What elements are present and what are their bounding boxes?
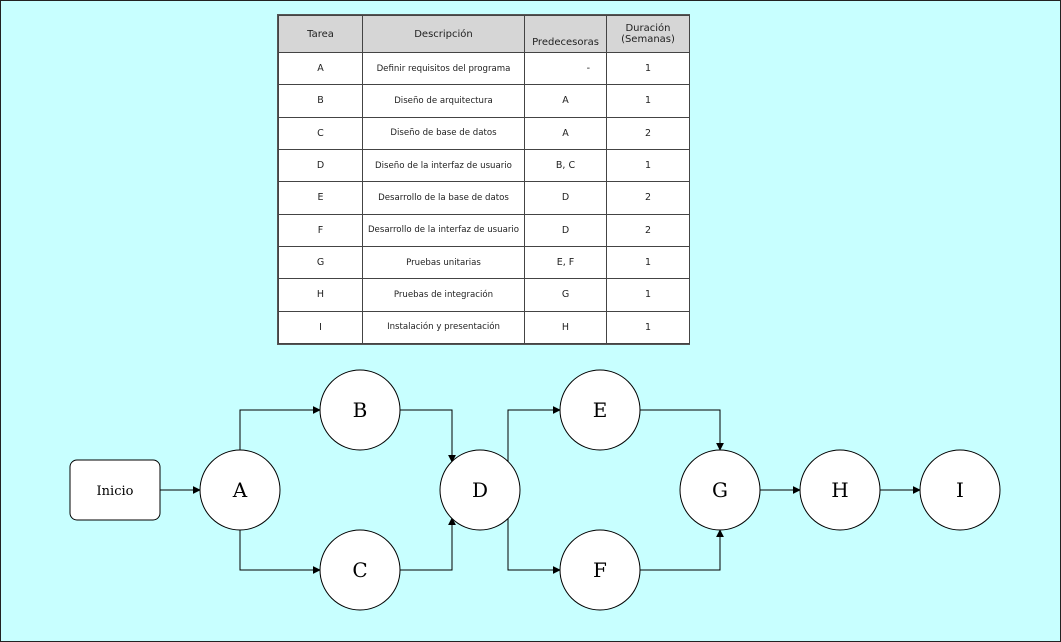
- table-row: B Diseño de arquitectura A 1: [278, 84, 690, 118]
- edge-a-b: [239, 406, 321, 450]
- table-row: C Diseño de base de datos A 2: [278, 116, 690, 150]
- node-e: E: [559, 369, 641, 451]
- node-d-label: D: [472, 478, 488, 502]
- node-a-label: A: [232, 478, 248, 502]
- node-d: D: [439, 449, 521, 531]
- table-row: A Definir requisitos del programa - 1: [278, 51, 690, 86]
- header-duration-line2: (Semanas): [621, 34, 675, 45]
- edge-d-e: [507, 406, 561, 462]
- table-row: H Pruebas de integración G 1: [278, 278, 690, 312]
- header-duration-line1: Duración: [625, 23, 671, 34]
- node-h-circle: [799, 449, 881, 531]
- edge-b-d: [400, 409, 456, 463]
- edge-f-g: [640, 529, 724, 571]
- cell-duration: 1: [606, 278, 690, 312]
- cell-duration: 1: [606, 148, 690, 183]
- cell-description: Pruebas unitarias: [362, 245, 525, 280]
- cell-duration: 1: [606, 51, 690, 86]
- node-i: I: [919, 449, 1001, 531]
- node-b: B: [319, 369, 401, 451]
- edge-c-d: [400, 517, 456, 571]
- node-c: C: [319, 529, 401, 611]
- task-table: Tarea Descripción Predecesoras Duración …: [277, 14, 690, 345]
- node-f: F: [559, 529, 641, 611]
- node-h-label: H: [831, 478, 848, 502]
- node-a: A: [199, 449, 281, 531]
- start-node-label: Inicio: [97, 484, 134, 499]
- node-c-label: C: [352, 558, 367, 582]
- table-row: E Desarrollo de la base de datos D 2: [278, 181, 690, 215]
- node-g-label: G: [712, 478, 728, 502]
- cell-task: A: [278, 51, 363, 86]
- node-h: H: [799, 449, 881, 531]
- node-b-label: B: [353, 398, 368, 422]
- node-g-circle: [679, 449, 761, 531]
- node-g: G: [679, 449, 761, 531]
- start-node-box: [69, 459, 161, 521]
- header-description: Descripción: [362, 15, 525, 53]
- table-row: D Diseño de la interfaz de usuario B, C …: [278, 148, 690, 183]
- task-table-grid: Tarea Descripción Predecesoras Duración …: [278, 15, 690, 345]
- cell-predecessors: B, C: [524, 148, 607, 183]
- cell-predecessors: A: [524, 116, 607, 150]
- edge-d-f: [507, 518, 561, 574]
- node-i-circle: [919, 449, 1001, 531]
- node-d-circle: [439, 449, 521, 531]
- node-e-circle: [559, 369, 641, 451]
- edge-e-g: [640, 409, 724, 451]
- node-b-circle: [319, 369, 401, 451]
- node-e-label: E: [593, 398, 608, 422]
- cell-duration: 1: [606, 245, 690, 280]
- cell-duration: 1: [606, 310, 690, 345]
- cell-duration: 1: [606, 84, 690, 118]
- cell-description: Diseño de base de datos: [362, 116, 525, 150]
- node-c-circle: [319, 529, 401, 611]
- table-row: G Pruebas unitarias E, F 1: [278, 245, 690, 280]
- cell-predecessors: D: [524, 181, 607, 215]
- node-a-circle: [199, 449, 281, 531]
- table-row: I Instalación y presentación H 1: [278, 310, 690, 345]
- start-node: Inicio: [69, 459, 161, 521]
- edge-a-c: [239, 530, 321, 574]
- node-f-label: F: [593, 558, 607, 582]
- cell-description: Instalación y presentación: [362, 310, 525, 345]
- header-duration: Duración (Semanas): [606, 15, 690, 53]
- header-predecessors: Predecesoras: [524, 15, 607, 53]
- node-i-label: I: [956, 478, 964, 502]
- node-f-circle: [559, 529, 641, 611]
- cell-description: Diseño de la interfaz de usuario: [362, 148, 525, 183]
- cell-task: I: [278, 310, 363, 345]
